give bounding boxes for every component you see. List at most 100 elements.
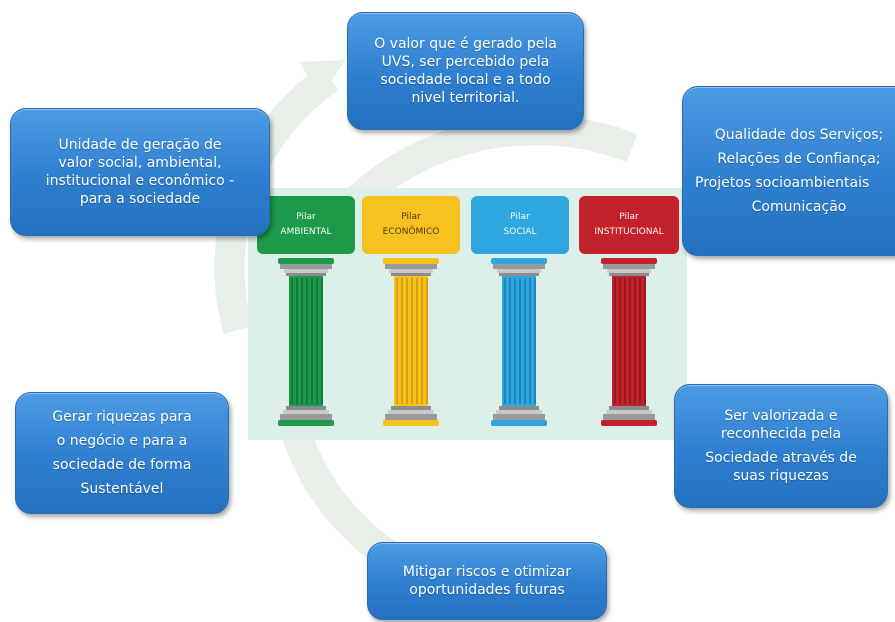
box-line: Sustentável [80, 481, 164, 497]
pillar-institucional-base-top [609, 406, 649, 410]
pillar-economico-base-mid [388, 410, 434, 414]
pillar-ambiental-flute [316, 278, 318, 404]
pillar-social-base-low [493, 414, 545, 420]
pillar-ambiental-flute [296, 278, 298, 404]
pillar-institucional-capital-band [601, 258, 657, 264]
box-line: reconhecida pela [720, 426, 842, 442]
pillar-institucional-flute [614, 278, 616, 404]
pillar-label-line1: Pilar [401, 212, 421, 222]
pillar-ambiental-base-mid [283, 410, 329, 414]
pillar-social-capital-band [491, 258, 547, 264]
pillar-label-institucional: Pilar INSTITUCIONAL [579, 196, 679, 254]
box-line: Sociedade através de [705, 450, 857, 466]
pillar-economico-capital-top [385, 264, 437, 269]
pillar-ambiental-capital-mid [284, 269, 328, 273]
pillar-social-capital-top [493, 264, 545, 269]
pillar-institucional-flute [644, 278, 646, 404]
pillar-economico-capital-low [391, 273, 431, 276]
pillar-label-line2: ECONÔMICO [382, 227, 440, 237]
pillar-social-flute [504, 278, 506, 404]
pillar-ambiental-flute [321, 278, 323, 404]
pillar-institucional-base-low [603, 414, 655, 420]
pillar-social-flute [519, 278, 521, 404]
pillar-ambiental-base-band [278, 420, 334, 426]
pillar-ambiental-flute [306, 278, 308, 404]
pillar-economico-flute [411, 278, 413, 404]
box-line: para a sociedade [79, 191, 201, 207]
pillar-ambiental-flute [311, 278, 313, 404]
pillar-economico-flute [401, 278, 403, 404]
pillar-ambiental-flute [291, 278, 293, 404]
pillar-ambiental-capital-band [278, 258, 334, 264]
box-line: institucional e econômico - [45, 173, 235, 189]
pillar-economico-base-band [383, 420, 439, 426]
pillar-label-line2: SOCIAL [503, 227, 537, 237]
pillar-social-flute [529, 278, 531, 404]
box-line: Projetos socioambientais [695, 175, 870, 191]
box-line: oportunidades futuras [409, 582, 565, 598]
box-line: sociedade de forma [52, 457, 192, 473]
pillar-institucional-base-mid [606, 410, 652, 414]
pillar-social-flute [509, 278, 511, 404]
pillar-ambiental-flute [301, 278, 303, 404]
cycle-arrow-head [300, 60, 345, 100]
box-line: Relações de Confiança; [717, 151, 881, 167]
pillar-label-line2: AMBIENTAL [280, 227, 332, 237]
box-line: Unidade de geração de [58, 137, 222, 153]
pillar-institucional-flute [639, 278, 641, 404]
pillar-social-flute [524, 278, 526, 404]
pillar-label-line1: Pilar [619, 212, 639, 222]
pillar-institucional-capital-low [609, 273, 649, 276]
pillar-economico-capital-band [383, 258, 439, 264]
pillar-institucional-capital-mid [607, 269, 651, 273]
pillar-social-base-mid [496, 410, 542, 414]
pillar-economico-flute [416, 278, 418, 404]
box-line: Qualidade dos Serviços; [714, 127, 884, 143]
box-generate-wealth: Gerar riquezas para o negócio e para a s… [15, 392, 229, 514]
pillar-label-line1: Pilar [510, 212, 530, 222]
box-line: Gerar riquezas para [52, 409, 192, 425]
box-line: o negócio e para a [56, 433, 188, 449]
pillar-ambiental-base-low [280, 414, 332, 420]
pillar-label-ambiental: Pilar AMBIENTAL [257, 196, 355, 254]
pillar-social-flute [534, 278, 536, 404]
pillar-economico-flute [426, 278, 428, 404]
pillar-economico-flute [421, 278, 423, 404]
pillar-social-base-band [491, 420, 547, 426]
box-quality-relations: Qualidade dos Serviços; Relações de Conf… [682, 86, 895, 256]
box-be-valued: Ser valorizada e reconhecida pela Socied… [674, 384, 888, 508]
pillar-institucional-flute [629, 278, 631, 404]
box-line: nivel territorial. [411, 90, 520, 106]
pillar-economico-base-low [385, 414, 437, 420]
pillar-economico-base-top [391, 406, 431, 410]
box-mitigate-risks: Mitigar riscos e otimizar oportunidades … [367, 542, 607, 620]
pillar-label-social: Pilar SOCIAL [471, 196, 569, 254]
pillar-institucional-flute [634, 278, 636, 404]
pillar-institucional-flute [624, 278, 626, 404]
box-line: Mitigar riscos e otimizar [402, 564, 572, 580]
pillar-social-base-top [499, 406, 539, 410]
box-line: O valor que é gerado pela [374, 36, 557, 52]
pillar-social-capital-low [499, 273, 539, 276]
pillar-social-capital-mid [497, 269, 541, 273]
box-value-unit: Unidade de geração de valor social, ambi… [10, 108, 270, 236]
pillar-institucional-base-band [601, 420, 657, 426]
box-line: sociedade local e a todo [380, 72, 551, 88]
pillar-label-line2: INSTITUCIONAL [594, 227, 664, 237]
pillar-economico-flute [406, 278, 408, 404]
pillar-ambiental-base-top [286, 406, 326, 410]
box-line: valor social, ambiental, [58, 155, 222, 171]
pillar-ambiental-capital-low [286, 273, 326, 276]
box-line: Comunicação [751, 199, 847, 215]
box-value-perception: O valor que é gerado pela UVS, ser perce… [347, 12, 584, 130]
pillar-institucional-capital-top [603, 264, 655, 269]
pillar-label-economico: Pilar ECONÔMICO [362, 196, 460, 254]
pillar-economico-capital-mid [389, 269, 433, 273]
box-line: Ser valorizada e [724, 408, 838, 424]
box-line: UVS, ser percebido pela [381, 54, 550, 70]
pillar-ambiental-capital-top [280, 264, 332, 269]
pillar-institucional-flute [619, 278, 621, 404]
pillar-economico-flute [396, 278, 398, 404]
